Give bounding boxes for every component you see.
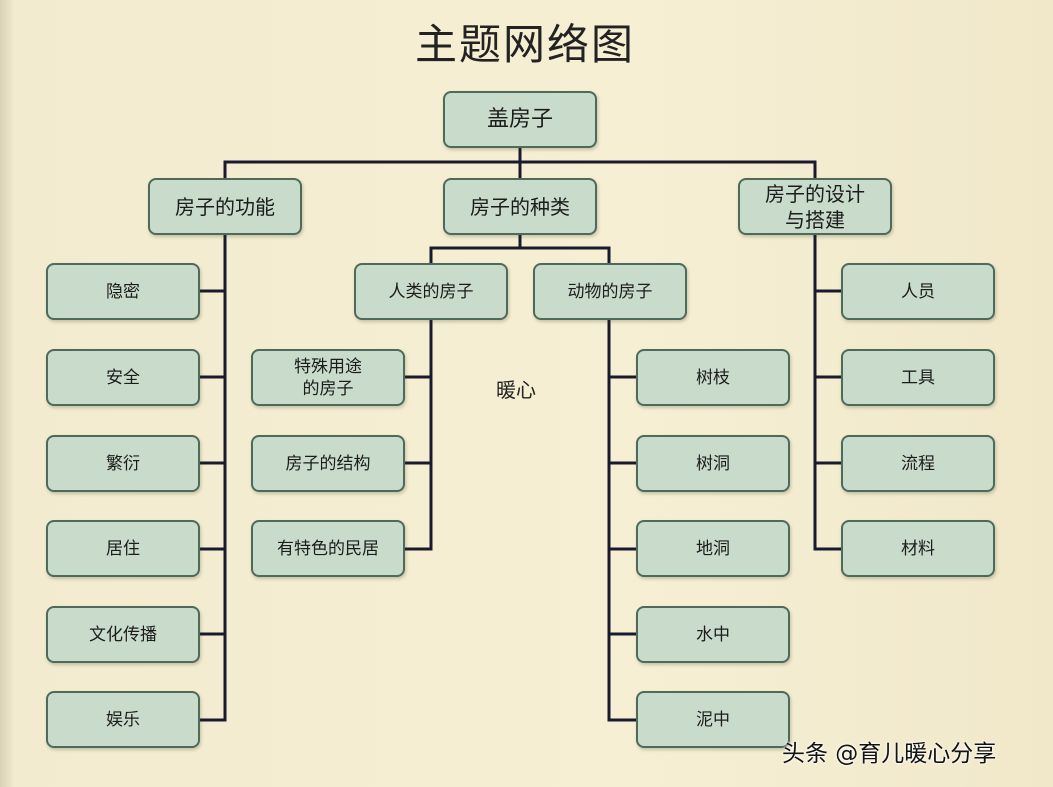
- leaf-animal: 地洞: [636, 520, 790, 577]
- leaf-function: 娱乐: [46, 691, 200, 748]
- node-types: 房子的种类: [443, 178, 597, 235]
- node-human-houses: 人类的房子: [354, 263, 508, 320]
- root-node: 盖房子: [443, 91, 597, 148]
- leaf-animal: 树洞: [636, 435, 790, 492]
- node-animal-houses: 动物的房子: [533, 263, 687, 320]
- leaf-animal: 树枝: [636, 349, 790, 406]
- leaf-function: 隐密: [46, 263, 200, 320]
- leaf-animal: 水中: [636, 606, 790, 663]
- diagram-title: 主题网络图: [414, 20, 635, 69]
- credit-watermark: 头条 @育儿暖心分享: [782, 741, 997, 767]
- leaf-design: 流程: [841, 435, 995, 492]
- node-function: 房子的功能: [148, 178, 302, 235]
- leaf-function: 居住: [46, 520, 200, 577]
- leaf-design: 工具: [841, 349, 995, 406]
- leaf-animal: 泥中: [636, 691, 790, 748]
- leaf-design: 材料: [841, 520, 995, 577]
- leaf-function: 文化传播: [46, 606, 200, 663]
- leaf-design: 人员: [841, 263, 995, 320]
- leaf-human: 特殊用途 的房子: [251, 349, 405, 406]
- leaf-human: 房子的结构: [251, 435, 405, 492]
- leaf-function: 繁衍: [46, 435, 200, 492]
- leaf-human: 有特色的民居: [251, 520, 405, 577]
- node-design: 房子的设计 与搭建: [738, 178, 892, 235]
- leaf-function: 安全: [46, 349, 200, 406]
- center-watermark: 暖心: [496, 378, 536, 402]
